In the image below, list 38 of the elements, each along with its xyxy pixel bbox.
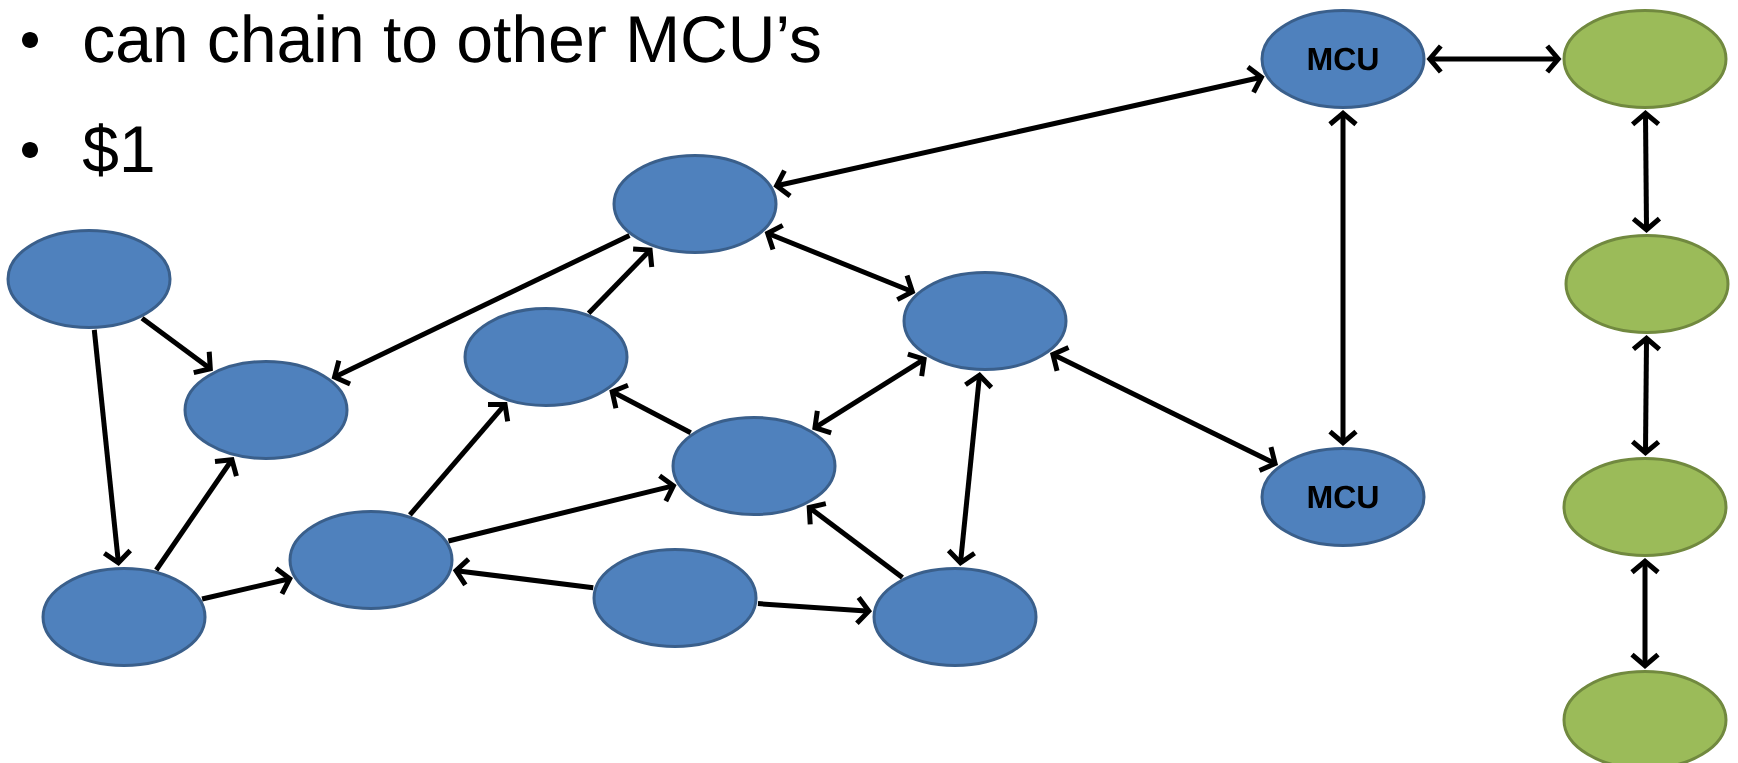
arrow	[201, 566, 293, 602]
arrow	[946, 371, 994, 567]
arrow	[812, 351, 927, 436]
arrow	[586, 246, 655, 315]
node-ellipse	[463, 307, 629, 407]
arrow	[1049, 345, 1279, 473]
arrow	[773, 64, 1265, 198]
arrow	[140, 316, 213, 376]
arrow	[1630, 110, 1662, 233]
node-ellipse	[592, 548, 758, 648]
node-ellipse	[902, 271, 1068, 371]
arrow	[91, 329, 132, 567]
arrow	[1328, 110, 1358, 446]
node-ellipse	[41, 567, 207, 667]
arrow	[154, 457, 239, 572]
arrow	[764, 223, 916, 302]
arrow	[757, 595, 873, 626]
node-ellipse	[872, 567, 1038, 667]
node-ellipse	[671, 416, 837, 516]
node-ellipse	[1562, 457, 1728, 557]
arrow	[331, 233, 631, 387]
arrow	[1426, 44, 1562, 74]
node-ellipse	[183, 360, 349, 460]
arrow	[452, 557, 594, 591]
arrow	[1630, 335, 1662, 456]
node-ellipse	[288, 510, 454, 610]
node-ellipse	[1564, 234, 1730, 334]
node-ellipse	[1562, 9, 1728, 109]
arrow	[407, 401, 511, 517]
arrow	[609, 382, 692, 436]
node-ellipse	[612, 154, 778, 254]
node-ellipse	[6, 229, 172, 329]
node-ellipse	[1562, 670, 1728, 763]
bullet-text: $1	[82, 123, 153, 177]
arrow	[447, 473, 677, 544]
arrow	[1630, 558, 1660, 669]
arrow	[806, 501, 904, 580]
bullet-text: can chain to other MCU’s	[85, 14, 820, 63]
